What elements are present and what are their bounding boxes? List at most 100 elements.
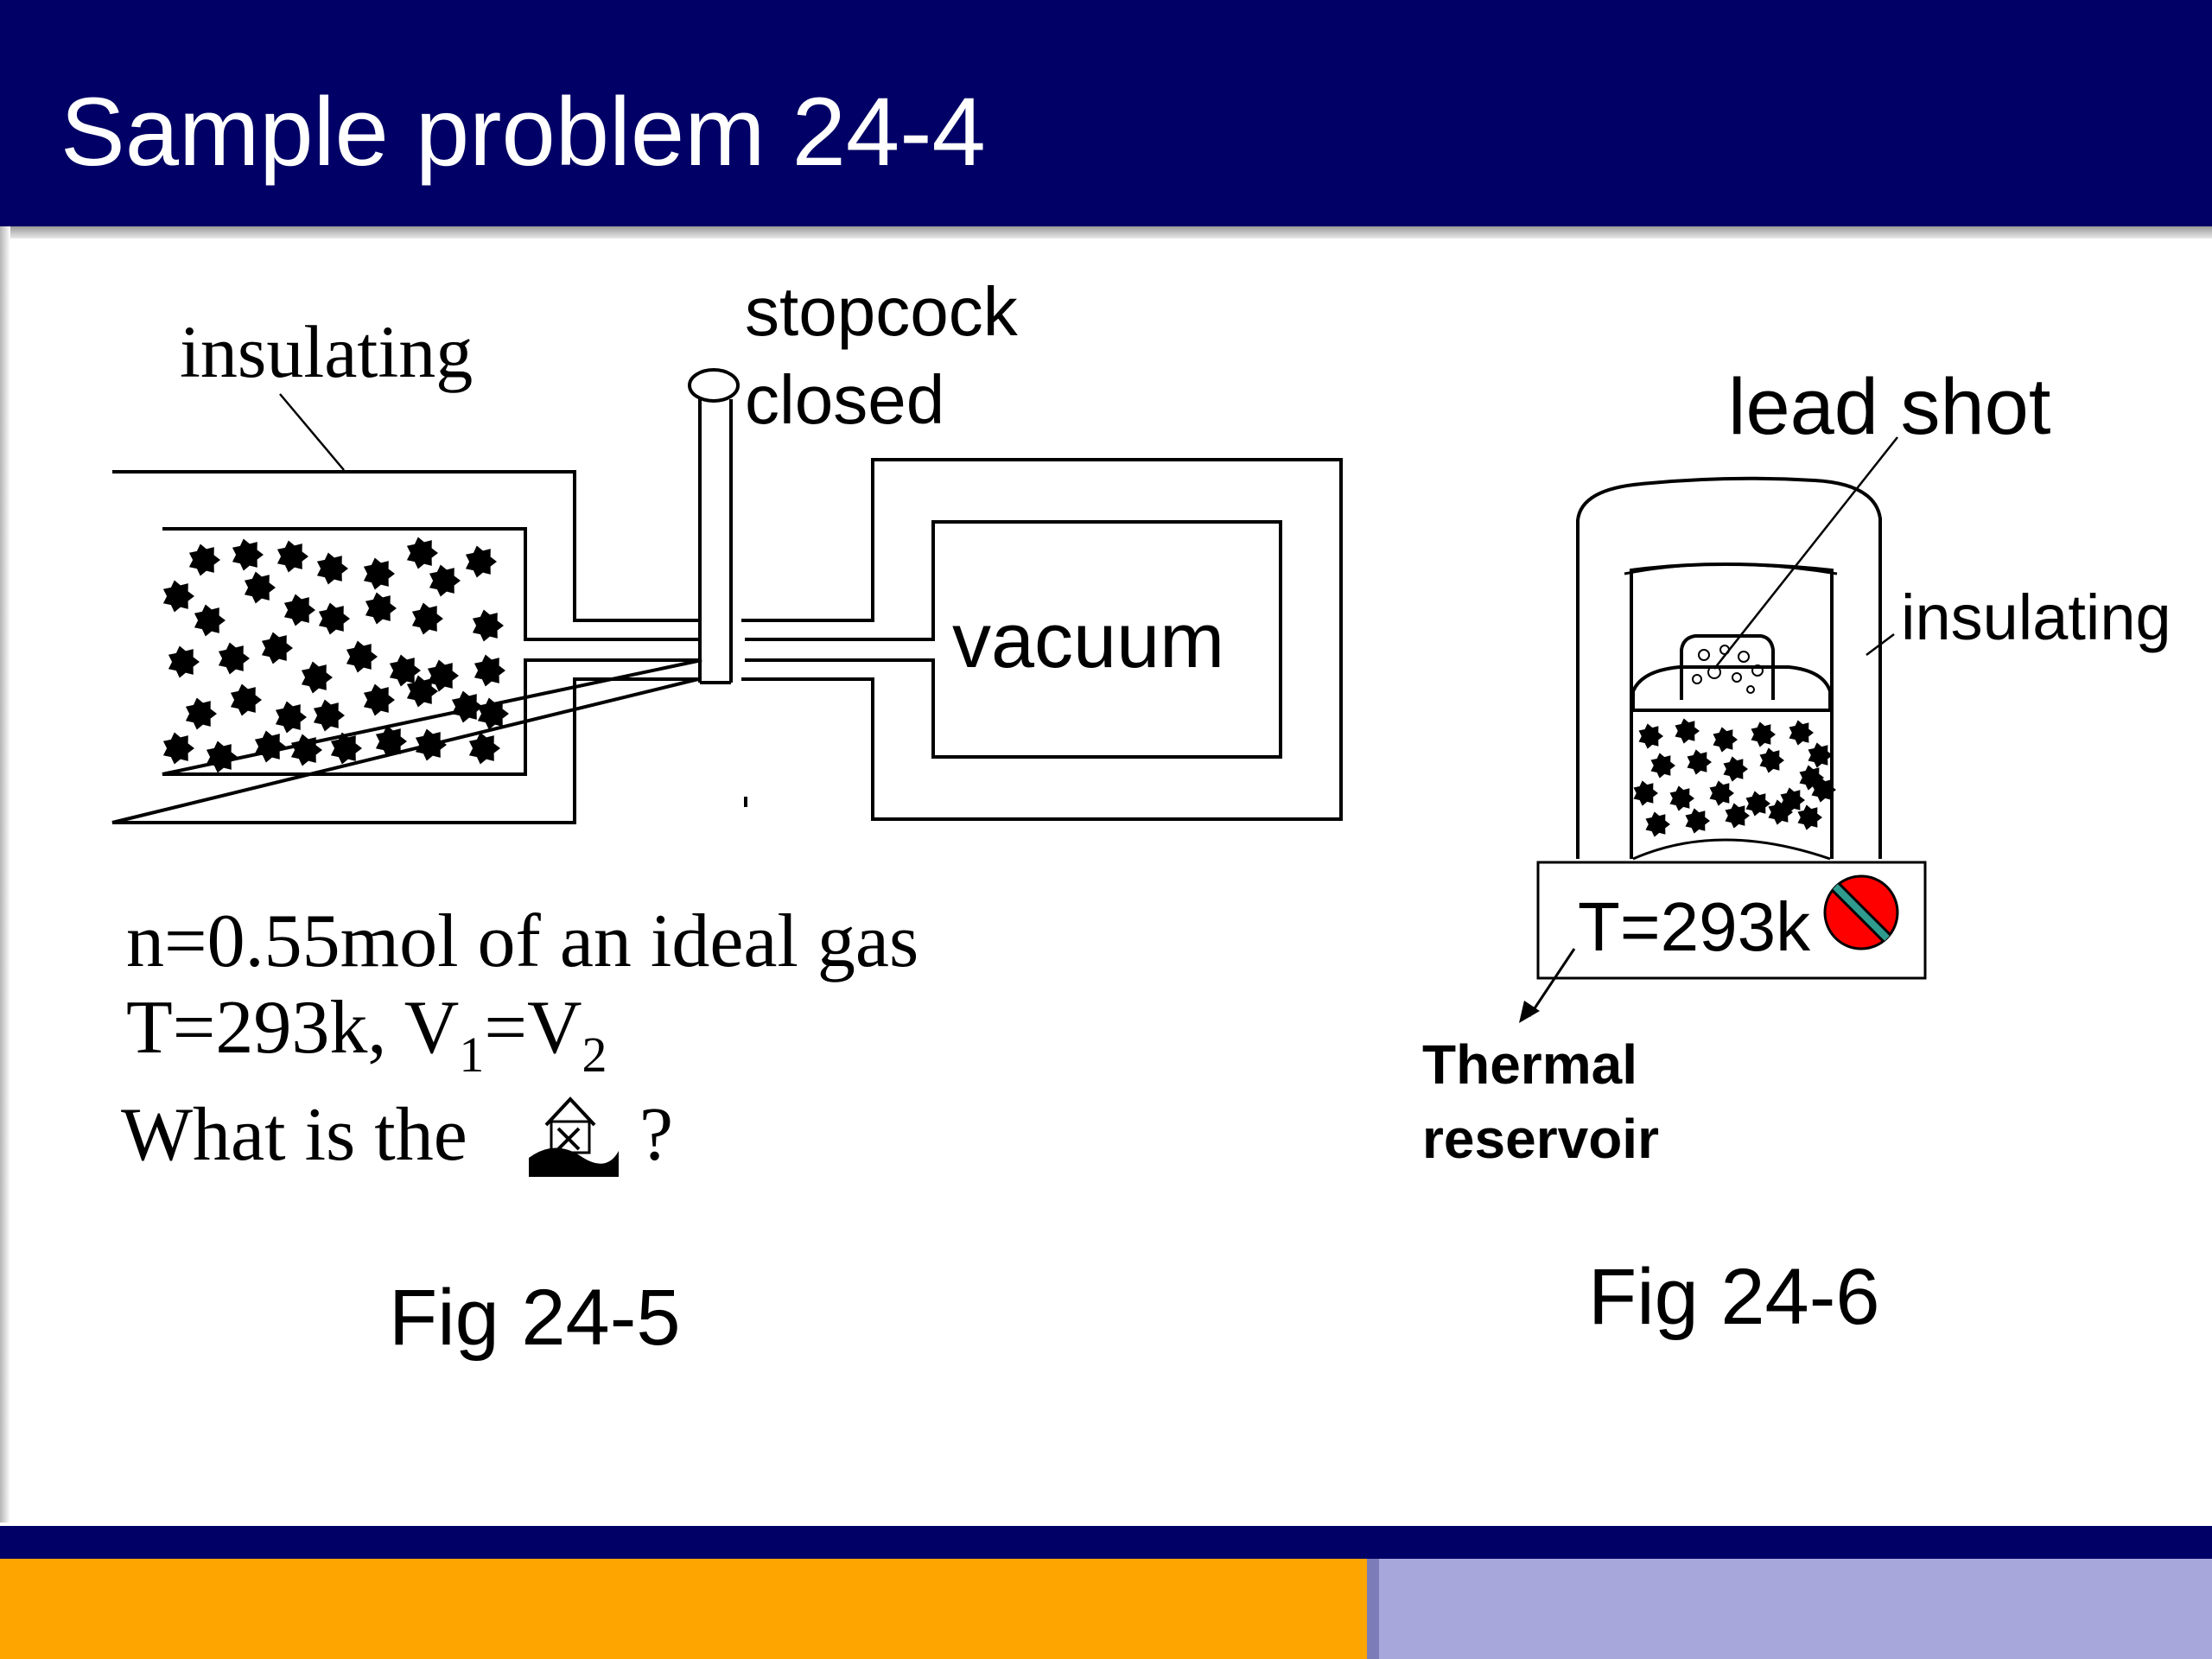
gas-molecule xyxy=(365,592,397,625)
fig-24-5-apparatus xyxy=(111,368,1343,824)
gas-molecule xyxy=(1759,747,1784,773)
gas-molecule xyxy=(1669,785,1694,811)
gas-molecules xyxy=(162,537,509,773)
gas-molecule xyxy=(1723,756,1748,782)
problem-line-3-prefix: What is the xyxy=(121,1093,467,1177)
gas-molecule xyxy=(465,545,497,578)
gas-molecule xyxy=(1633,780,1658,806)
gas-molecule xyxy=(1768,799,1793,825)
fig6-caption: Fig 24-6 xyxy=(1588,1253,1880,1341)
reservoir-temperature: T=293k xyxy=(1578,888,1811,965)
gas-molecule xyxy=(194,604,226,637)
gas-molecule xyxy=(1751,721,1776,747)
gas-molecule xyxy=(429,564,461,597)
gas-molecule xyxy=(375,725,407,758)
gas-molecule xyxy=(313,699,345,732)
gas-molecule xyxy=(218,642,250,675)
gas-molecule xyxy=(1638,723,1663,749)
gas-molecule xyxy=(162,580,194,613)
gas-molecule xyxy=(283,594,315,626)
stopcock-closed-label: closed xyxy=(745,361,944,438)
right-insulating-jacket xyxy=(741,458,1343,821)
stopcock-label: stopcock xyxy=(745,273,1019,350)
thermal-reservoir-arrowhead xyxy=(1519,1001,1540,1023)
gas-molecule xyxy=(1645,811,1670,837)
gas-molecule xyxy=(318,602,350,635)
inline-picture-icon xyxy=(529,1096,619,1177)
gas-molecule xyxy=(1709,780,1734,806)
gas-molecule xyxy=(230,683,262,716)
gas-molecule xyxy=(1797,804,1822,830)
thermal-label: Thermal xyxy=(1422,1033,1637,1096)
lead-shot-leader-line xyxy=(1713,436,1898,670)
gas-molecule xyxy=(363,683,395,716)
gas-molecule xyxy=(406,537,438,569)
problem-line-3-suffix: ? xyxy=(639,1093,673,1177)
burner-valve-icon xyxy=(1823,874,1899,950)
problem-line-1: n=0.55mol of an ideal gas xyxy=(126,899,918,983)
gas-molecule xyxy=(363,557,395,590)
slide-left-shadow xyxy=(0,226,10,1522)
gas-molecule xyxy=(275,701,307,734)
gas-molecule xyxy=(468,732,500,765)
fig6-gas-molecules xyxy=(1633,718,1836,837)
gas-molecule xyxy=(1808,742,1833,768)
title-bar xyxy=(0,0,2212,226)
gas-bottom-curve xyxy=(1632,838,1831,861)
gas-molecule xyxy=(1713,727,1738,753)
gas-molecule xyxy=(477,697,509,730)
gas-molecule xyxy=(1685,808,1710,834)
left-insulating-jacket xyxy=(111,470,699,824)
gas-molecule xyxy=(1811,777,1836,803)
vacuum-chamber xyxy=(745,520,1282,759)
gas-molecule xyxy=(244,571,276,604)
gas-molecule xyxy=(330,732,362,765)
gas-molecule xyxy=(301,661,333,694)
gas-molecule xyxy=(451,690,483,723)
piston xyxy=(1631,665,1832,712)
fig6-insulating-label: insulating xyxy=(1901,582,2171,653)
outer-insulating-dome xyxy=(1576,476,1882,859)
stopcock-handle xyxy=(688,368,740,403)
gas-molecule xyxy=(168,645,200,678)
gas-molecule xyxy=(1687,749,1712,775)
gas-molecule xyxy=(406,675,438,708)
footer-rule xyxy=(0,1526,2212,1559)
thermal-reservoir-box xyxy=(1536,861,1927,980)
thermal-reservoir-arrow xyxy=(1528,948,1576,1017)
fig-24-6-apparatus xyxy=(1536,476,1927,980)
fig5-caption: Fig 24-5 xyxy=(389,1274,681,1362)
gas-molecule xyxy=(261,632,293,664)
footer-violet-edge xyxy=(1367,1559,1379,1659)
fig6-insulating-leader-line xyxy=(1866,633,1895,656)
gas-molecule xyxy=(232,538,264,571)
title-bar-shadow xyxy=(0,226,2212,238)
gas-molecule xyxy=(316,552,348,585)
gas-molecule xyxy=(162,732,194,765)
slide-title: Sample problem 24-4 xyxy=(60,78,986,186)
gas-molecule xyxy=(427,659,459,692)
gas-molecule xyxy=(185,697,217,730)
fig5-insulating-label: insulating xyxy=(180,310,473,393)
gas-molecule xyxy=(254,730,286,763)
problem-line-2: T=293k, V1=V2 xyxy=(126,986,607,1083)
gas-molecule xyxy=(290,734,322,766)
stray-mark xyxy=(744,797,747,807)
gas-molecule xyxy=(206,741,238,773)
vacuum-label: vacuum xyxy=(952,598,1224,684)
lead-shot-container xyxy=(1680,634,1775,700)
footer-violet-band xyxy=(1367,1559,2212,1659)
reservoir-label: reservoir xyxy=(1422,1108,1659,1170)
inner-cylinder-rim xyxy=(1624,563,1838,575)
gas-molecule xyxy=(276,540,308,573)
gas-molecule xyxy=(472,609,504,642)
lead-shot-label: lead shot xyxy=(1728,363,2050,451)
gas-molecule xyxy=(474,654,505,687)
footer-orange-band xyxy=(0,1559,1367,1659)
gas-molecule xyxy=(415,728,447,761)
gas-molecule xyxy=(1650,753,1675,779)
gas-molecule xyxy=(1745,791,1770,817)
gas-molecule xyxy=(1789,720,1814,746)
gas-molecule xyxy=(346,640,378,673)
